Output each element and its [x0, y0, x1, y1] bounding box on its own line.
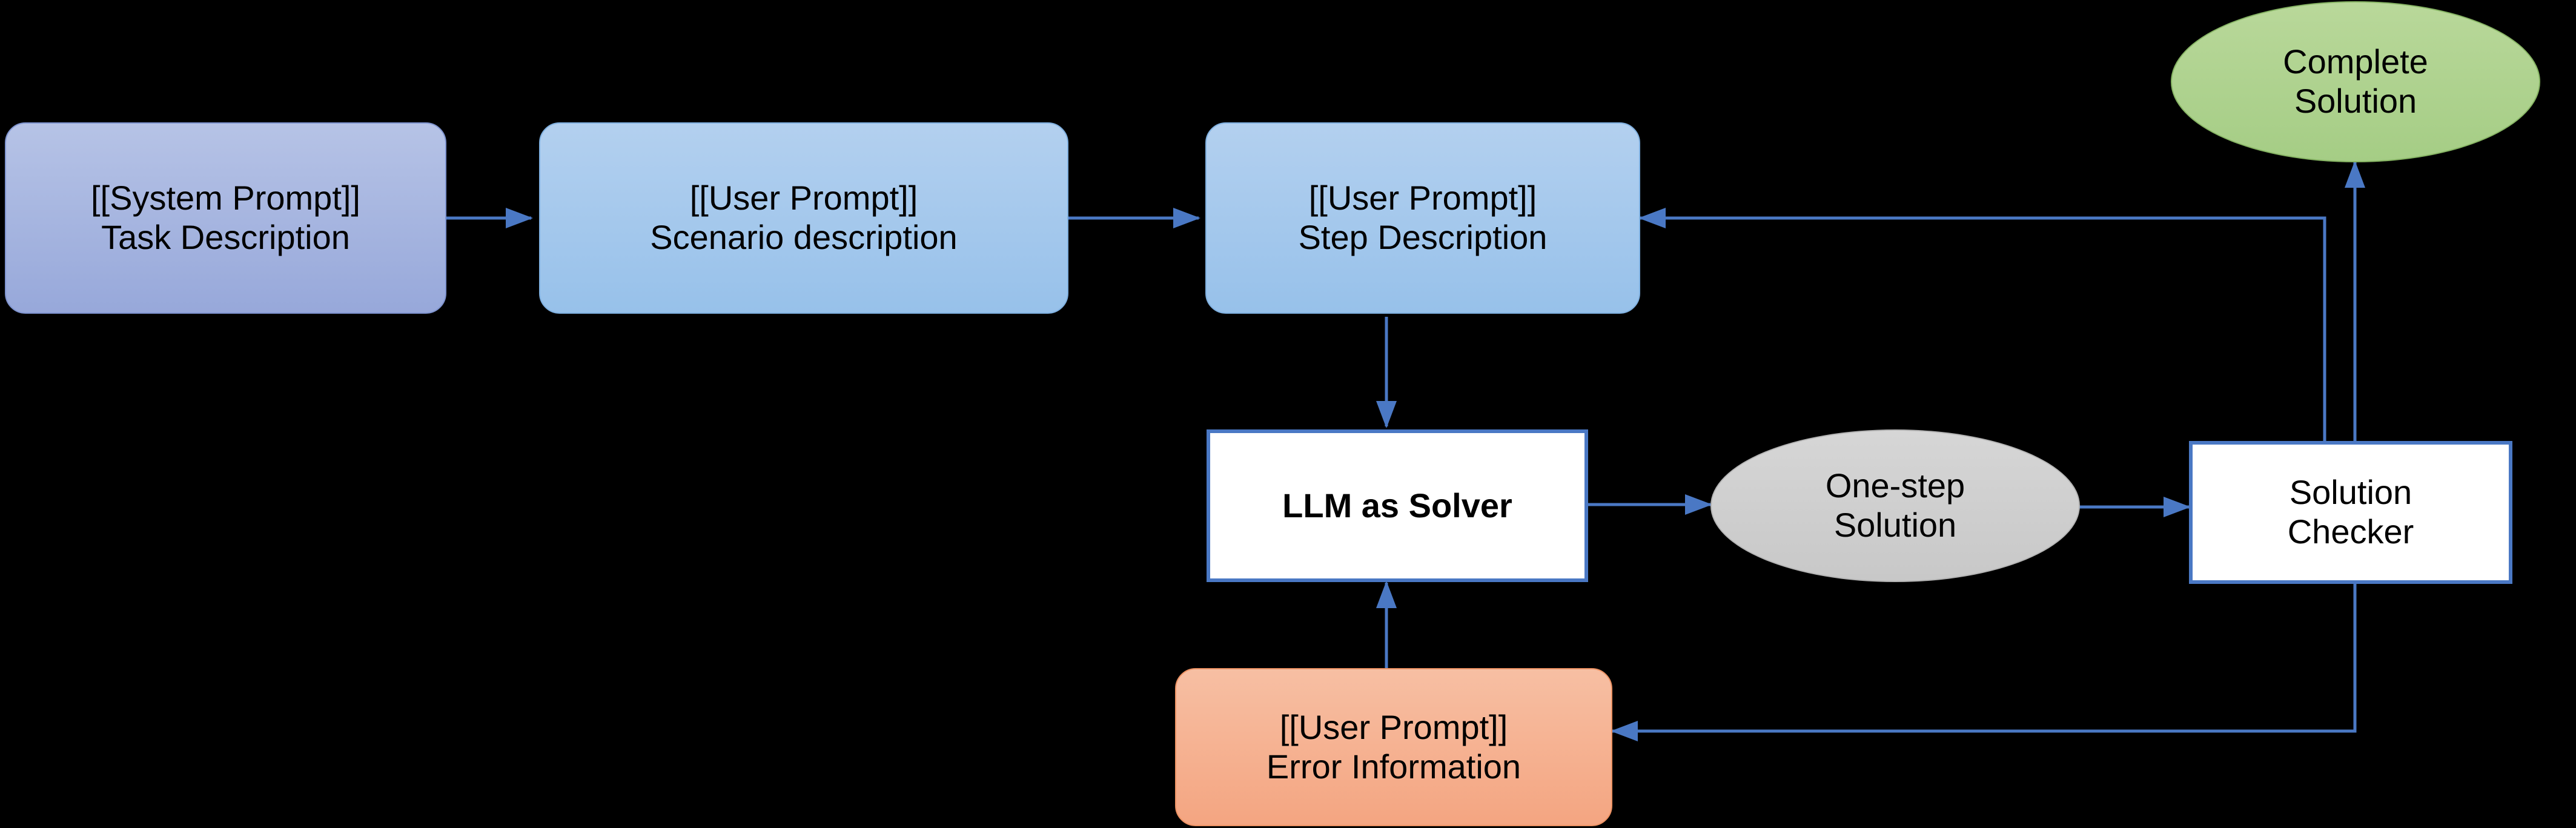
scenario-prompt-line-2: Scenario description: [650, 218, 958, 256]
node-complete-solution[interactable]: Complete Solution: [2171, 1, 2540, 162]
step-prompt-line-1: [[User Prompt]]: [1308, 179, 1537, 217]
error-prompt-line-1: [[User Prompt]]: [1279, 707, 1508, 746]
node-llm-as-solver[interactable]: LLM as Solver: [1207, 429, 1588, 582]
node-user-prompt-error-information[interactable]: [[User Prompt]] Error Information: [1175, 668, 1612, 826]
node-user-prompt-step-description[interactable]: [[User Prompt]] Step Description: [1205, 122, 1640, 314]
node-user-prompt-scenario-description[interactable]: [[User Prompt]] Scenario description: [539, 122, 1068, 314]
error-prompt-line-2: Error Information: [1266, 747, 1521, 786]
scenario-prompt-line-1: [[User Prompt]]: [689, 179, 918, 217]
complete-solution-line-2: Solution: [2294, 82, 2417, 120]
node-system-prompt-task-description[interactable]: [[System Prompt]] Task Description: [5, 122, 446, 314]
complete-solution-line-1: Complete: [2283, 42, 2428, 81]
one-step-solution-line-1: One-step: [1825, 466, 1965, 505]
one-step-solution-line-2: Solution: [1833, 506, 1957, 544]
solution-checker-line-1: Solution: [2289, 473, 2412, 512]
step-prompt-line-2: Step Description: [1298, 218, 1548, 256]
node-solution-checker[interactable]: Solution Checker: [2189, 441, 2512, 584]
solution-checker-line-2: Checker: [2287, 512, 2414, 551]
edge-checker-to-error: [1610, 583, 2357, 741]
llm-as-solver-label: LLM as Solver: [1282, 486, 1512, 525]
system-prompt-line-2: Task Description: [101, 218, 350, 256]
node-one-step-solution[interactable]: One-step Solution: [1710, 429, 2080, 582]
system-prompt-line-1: [[System Prompt]]: [91, 179, 360, 217]
